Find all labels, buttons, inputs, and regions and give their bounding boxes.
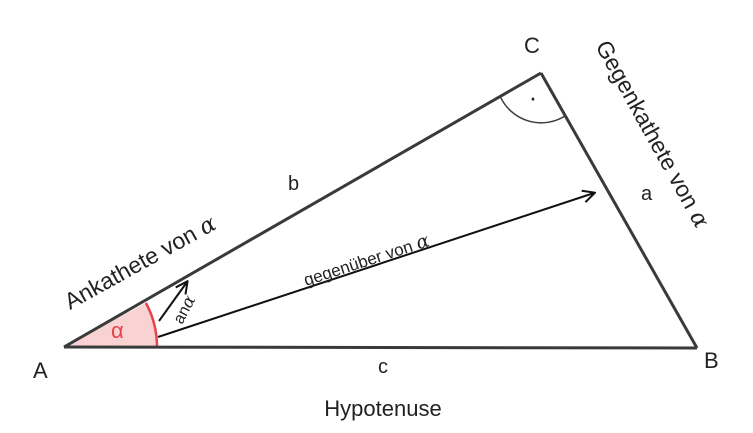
opposite-side-label: Gegenkathete von α (590, 36, 716, 233)
opposite-arrow-label-text: gegenüber von (301, 235, 419, 290)
side-c-line (63, 345, 698, 350)
opposite-arrow-label: gegenüber von α (301, 229, 433, 290)
hypotenuse-label: Hypotenuse (324, 396, 441, 421)
side-a-label: a (641, 183, 653, 205)
angle-alpha-sector (64, 302, 158, 347)
angle-alpha-label: α (111, 318, 124, 343)
opposite-arrow (157, 193, 594, 338)
adjacent-arrow-label: anα (169, 292, 201, 328)
adjacent-side-label: Ankathete von α (60, 209, 221, 315)
side-b-line (63, 71, 542, 349)
side-a-line (539, 72, 699, 349)
adjacent-arrow-label-text: an (171, 303, 194, 327)
vertex-a-label: A (33, 358, 48, 383)
vertex-c-label: C (524, 33, 540, 58)
side-b-label: b (288, 173, 299, 195)
right-angle-arc (499, 95, 566, 124)
vertex-b-label: B (704, 348, 719, 373)
right-angle-dot: · (529, 82, 538, 112)
side-c-label: c (378, 356, 388, 378)
adjacent-arrow (158, 282, 187, 322)
angle-alpha-arc (144, 302, 159, 348)
